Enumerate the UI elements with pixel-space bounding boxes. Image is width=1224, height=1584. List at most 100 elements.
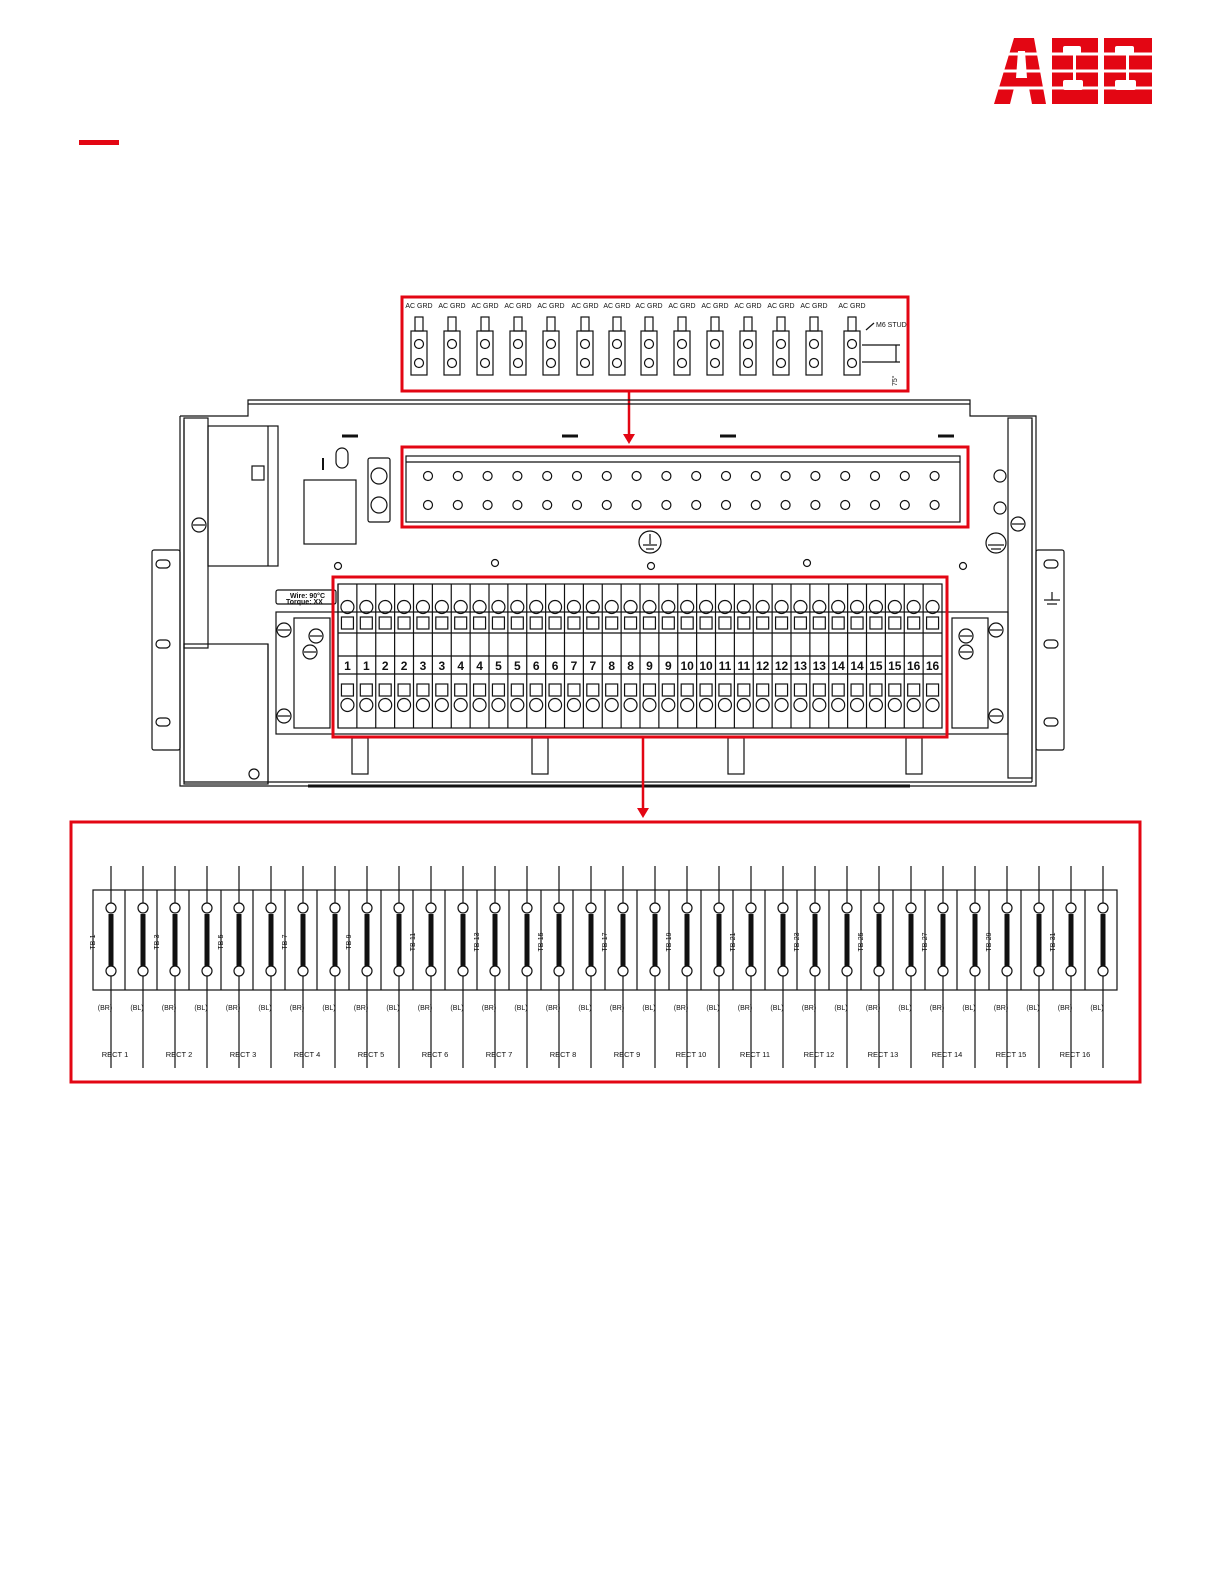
ac-ground-lug: AC GRD xyxy=(635,303,663,376)
wire-color-label: (BR) xyxy=(994,1005,1008,1012)
terminal-screw xyxy=(453,697,468,713)
wire-terminal xyxy=(265,902,277,914)
ac-ground-label: AC GRD xyxy=(405,303,432,310)
terminal-screw xyxy=(604,599,619,615)
tb-label: TB-19 xyxy=(666,932,673,951)
ac-ground-lug: AC GRD xyxy=(668,303,696,376)
terminal-number: 6 xyxy=(552,659,559,673)
terminal-screw xyxy=(849,697,865,713)
wire-terminal xyxy=(969,965,981,977)
angle-label: 75° xyxy=(891,375,899,386)
wire-color-label: (BR) xyxy=(98,1005,112,1012)
busbar-hole xyxy=(869,499,881,511)
terminal-screw xyxy=(510,697,525,713)
wire-terminal xyxy=(873,902,885,914)
wiring-column: (BL) xyxy=(764,866,789,1068)
accent-bar xyxy=(79,140,119,145)
wiring-column: (BL) xyxy=(700,866,725,1068)
wire-terminal xyxy=(361,965,373,977)
terminal-number: 5 xyxy=(514,659,521,673)
terminal-screw xyxy=(755,697,770,713)
wire-terminal xyxy=(809,902,821,914)
wiring-column: (BL) xyxy=(828,866,853,1068)
terminal-number: 12 xyxy=(756,659,770,673)
tb-label: TB-9 xyxy=(346,934,353,949)
wire-terminal xyxy=(777,965,789,977)
wiring-column: (BR)TB-25 xyxy=(858,866,885,1068)
ground-busbar xyxy=(400,445,970,529)
wiring-column: (BL) xyxy=(508,866,533,1068)
busbar-hole xyxy=(720,470,732,482)
wiring-column: (BR)TB-31 xyxy=(1050,866,1077,1068)
busbar-hole xyxy=(452,470,463,482)
terminal-screw xyxy=(831,599,846,615)
terminal-number: 3 xyxy=(438,659,445,673)
busbar-hole xyxy=(810,470,821,482)
wire-color-label: (BR) xyxy=(226,1005,240,1012)
wire-color-label: (BL) xyxy=(514,1005,527,1012)
wiring-column: (BL) xyxy=(1084,866,1109,1068)
terminal-screw xyxy=(868,599,884,615)
wiring-column: (BR)TB-23 xyxy=(794,866,821,1068)
wiring-column: (BL) xyxy=(188,866,213,1068)
wire-terminal xyxy=(745,965,757,977)
ac-ground-label: AC GRD xyxy=(571,303,598,310)
abb-logo xyxy=(994,38,1156,104)
wire-terminal xyxy=(489,902,501,914)
wiring-column: (BL) xyxy=(124,866,149,1068)
terminal-screw xyxy=(906,697,921,713)
busbar-hole xyxy=(720,499,732,511)
wire-terminal xyxy=(649,902,661,914)
wire-color-label: (BR) xyxy=(482,1005,496,1012)
wire-color-label: (BL) xyxy=(898,1005,911,1012)
busbar-highlight xyxy=(400,445,970,529)
busbar-hole xyxy=(661,470,672,482)
wire-color-label: (BL) xyxy=(962,1005,975,1012)
ac-ground-label: AC GRD xyxy=(603,303,630,310)
wire-terminal xyxy=(329,902,341,914)
terminal-screw xyxy=(396,599,412,615)
terminal-screw xyxy=(680,599,695,615)
terminal-number: 4 xyxy=(476,659,483,673)
rect-label: RECT 16 xyxy=(1060,1050,1091,1059)
wiring-column: (BR)TB-17 xyxy=(602,866,629,1068)
terminal-cell: 14 xyxy=(828,584,846,728)
terminal-cell: 1 xyxy=(356,584,374,728)
busbar-hole xyxy=(422,470,434,482)
terminal-screw xyxy=(340,697,355,713)
busbar-hole xyxy=(929,470,940,482)
terminal-screw xyxy=(491,697,506,713)
wiring-column: (BL) xyxy=(636,866,661,1068)
tb-label: TB-1 xyxy=(90,934,97,949)
terminal-number: 11 xyxy=(719,659,732,673)
terminal-screw xyxy=(642,599,657,615)
stud-label: M6 STUD xyxy=(876,322,907,329)
terminal-screw xyxy=(868,697,884,713)
wire-terminal xyxy=(137,902,149,914)
terminal-number: 10 xyxy=(681,659,695,673)
wire-terminal xyxy=(361,902,373,914)
wiring-column: (BR)TB-27 xyxy=(922,866,949,1068)
wire-terminal xyxy=(777,902,789,914)
wire-terminal xyxy=(233,902,245,914)
terminal-screw xyxy=(547,697,563,713)
top-detail-highlight xyxy=(400,295,910,393)
wire-color-label: (BR) xyxy=(866,1005,880,1012)
ac-ground-lug: AC GRD xyxy=(504,303,532,376)
ac-ground-lug: AC GRD xyxy=(571,303,599,376)
wiring-column: (BR)TB-11 xyxy=(410,866,437,1068)
ac-ground-lug: AC GRD xyxy=(537,303,565,376)
wire-color-label: (BR) xyxy=(738,1005,752,1012)
terminal-number: 8 xyxy=(608,659,615,673)
ac-ground-label: AC GRD xyxy=(767,303,794,310)
rect-label: RECT 2 xyxy=(166,1050,193,1059)
rect-label: RECT 12 xyxy=(804,1050,835,1059)
wire-color-label: (BL) xyxy=(1026,1005,1039,1012)
wire-terminal xyxy=(1033,902,1045,914)
wire-terminal xyxy=(1065,965,1077,977)
terminal-screw xyxy=(529,599,544,615)
rect-label: RECT 13 xyxy=(868,1050,899,1059)
wire-color-label: (BL) xyxy=(130,1005,143,1012)
terminal-screw xyxy=(812,599,827,615)
busbar-hole xyxy=(482,470,493,482)
